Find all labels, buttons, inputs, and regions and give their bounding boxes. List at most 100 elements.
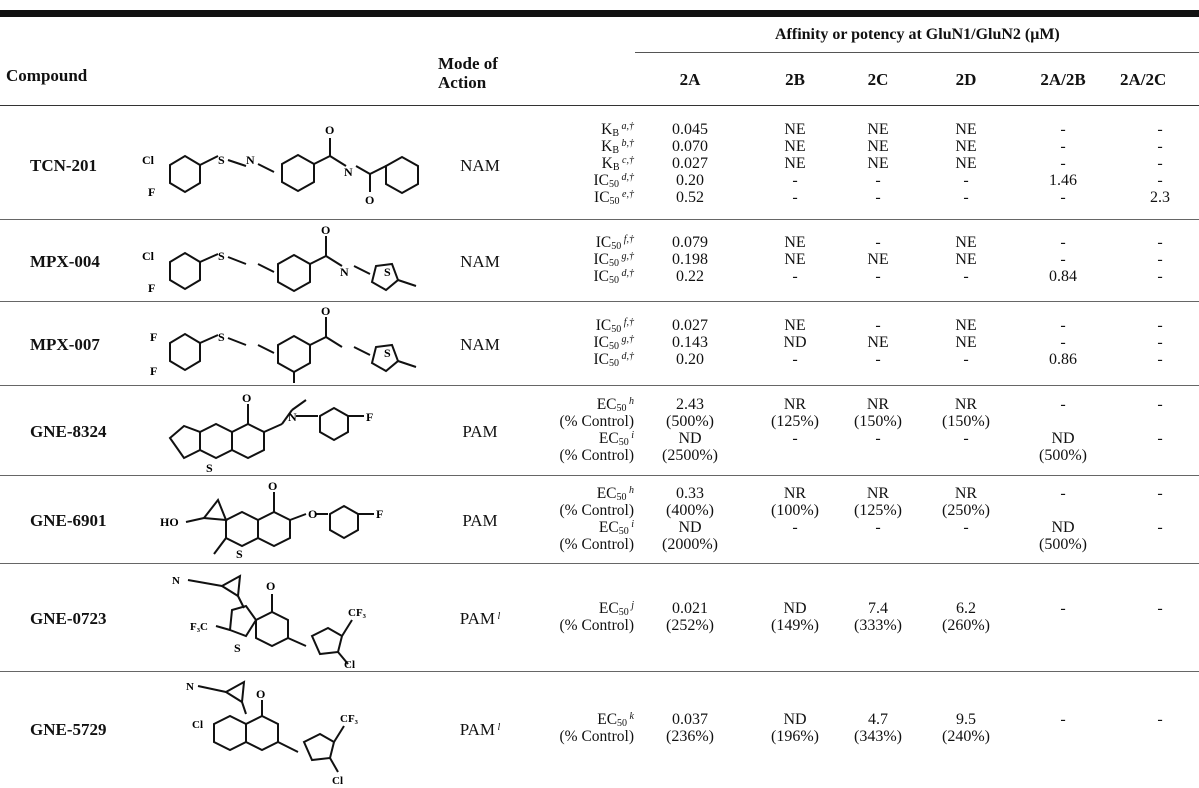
- value-cell: 0.143: [672, 334, 708, 351]
- value-cell: -: [963, 172, 969, 189]
- structure-mpx-004: Cl F S O N S: [140, 224, 430, 302]
- parameter-subscript: 50: [618, 525, 629, 537]
- compound-name: MPX-004: [30, 251, 100, 271]
- value-cell: -: [1060, 155, 1066, 172]
- parameter-footnote: f,†: [621, 234, 634, 245]
- value-cell: NE: [784, 234, 806, 251]
- mode-of-action: PAM: [430, 422, 530, 442]
- parameter-footnote: c,†: [619, 155, 634, 166]
- value-cell: (500%): [1039, 446, 1087, 464]
- label-s: S: [218, 330, 225, 344]
- value-cell: 0.198: [672, 251, 708, 268]
- value-cell: NE: [955, 234, 977, 251]
- compound-name: GNE-0723: [30, 608, 107, 628]
- value-cell: -: [792, 172, 798, 189]
- mode-of-action: PAM: [430, 511, 530, 531]
- value-cell: -: [1157, 484, 1163, 502]
- value-cell: (343%): [854, 728, 902, 745]
- value-cell: (236%): [666, 728, 714, 745]
- value-cell: ND: [1051, 429, 1075, 447]
- label-o: O: [268, 479, 277, 493]
- label-o: O: [256, 687, 265, 701]
- subunit-header-2b: 2B: [785, 70, 805, 89]
- parameter-footnote: i: [628, 518, 634, 530]
- value-cell: -: [1157, 395, 1163, 413]
- compound-name: TCN-201: [30, 155, 98, 175]
- label-cl: Cl: [142, 153, 155, 167]
- parameter-symbol: EC: [596, 484, 617, 502]
- parameter-symbol: IC: [593, 334, 610, 351]
- table-top-rule: [0, 10, 1199, 17]
- mode-of-action: NAM: [430, 335, 530, 355]
- value-cell: ND: [678, 518, 702, 536]
- label-f3c: F₃C: [190, 621, 208, 633]
- subunit-header-2a-2c: 2A/2C: [1120, 70, 1167, 89]
- parameter-label: IC50 f,†: [494, 317, 634, 335]
- affinity-header: Affinity or potency at GluN1/GluN2 (μM): [775, 26, 1060, 43]
- value-cell: -: [1157, 268, 1163, 285]
- row-separator: [0, 475, 1199, 476]
- parameter-symbol: (% Control): [559, 728, 634, 745]
- parameter-subscript: 50: [609, 196, 620, 207]
- label-f: F: [376, 507, 383, 521]
- parameter-label: IC50 d,†: [494, 351, 635, 369]
- label-s: S: [234, 641, 241, 655]
- parameter-label: (% Control): [494, 728, 634, 745]
- mode-label: PAM: [459, 720, 495, 739]
- value-cell: NE: [867, 251, 889, 268]
- parameter-label: EC50 h: [494, 395, 634, 414]
- parameter-symbol: (% Control): [559, 446, 634, 464]
- value-cell: -: [1157, 351, 1163, 368]
- parameter-label: IC50 f,†: [494, 234, 634, 252]
- parameter-footnote: i: [628, 429, 634, 441]
- label-o: O: [325, 123, 334, 137]
- value-cell: -: [1060, 138, 1066, 155]
- value-cell: -: [792, 351, 798, 368]
- value-cell: 0.86: [1049, 351, 1077, 368]
- value-cell: NE: [784, 138, 806, 155]
- parameter-subscript: 50: [618, 606, 629, 618]
- label-s: S: [218, 249, 225, 263]
- label-cl: Cl: [344, 659, 355, 670]
- mode-label: NAM: [460, 251, 500, 271]
- parameter-footnote: h: [626, 395, 634, 407]
- parameter-footnote: d,†: [619, 351, 635, 362]
- value-cell: 0.20: [676, 351, 704, 368]
- parameter-subscript: 50: [609, 341, 619, 352]
- label-f: F: [148, 185, 155, 199]
- value-cell: 9.5: [956, 711, 976, 728]
- value-cell: (150%): [854, 412, 902, 430]
- value-cell: -: [1157, 429, 1163, 447]
- value-cell: NR: [866, 484, 890, 502]
- value-cell: (333%): [854, 616, 902, 634]
- parameter-symbol: IC: [593, 251, 610, 268]
- value-cell: (100%): [771, 501, 819, 519]
- value-cell: NR: [954, 395, 978, 413]
- value-cell: NE: [784, 155, 806, 172]
- value-cell: -: [875, 518, 881, 536]
- parameter-label: IC50 d,†: [494, 172, 635, 190]
- value-cell: -: [875, 189, 881, 206]
- row-separator: [0, 563, 1199, 564]
- mode-footnote: l: [495, 722, 501, 733]
- parameter-symbol: (% Control): [559, 412, 634, 430]
- value-cell: (400%): [666, 501, 714, 519]
- compound-name: GNE-6901: [30, 510, 107, 530]
- value-cell: NE: [955, 251, 977, 268]
- value-cell: -: [1060, 189, 1066, 206]
- parameter-symbol: K: [601, 121, 613, 138]
- value-cell: -: [1157, 172, 1163, 189]
- value-cell: NE: [784, 251, 806, 268]
- mode-label: PAM: [459, 608, 495, 628]
- parameter-subscript: 50: [616, 491, 627, 503]
- structure-gne-6901: HO O S O F: [160, 478, 420, 562]
- parameter-footnote: j: [628, 599, 634, 611]
- parameter-footnote: g,†: [619, 334, 635, 345]
- value-cell: -: [1060, 317, 1066, 334]
- value-cell: -: [792, 518, 798, 536]
- parameter-symbol: (% Control): [559, 616, 634, 634]
- value-cell: -: [1157, 138, 1163, 155]
- value-cell: (250%): [942, 501, 990, 519]
- parameter-subscript: 50: [616, 402, 627, 414]
- label-o: O: [321, 224, 330, 237]
